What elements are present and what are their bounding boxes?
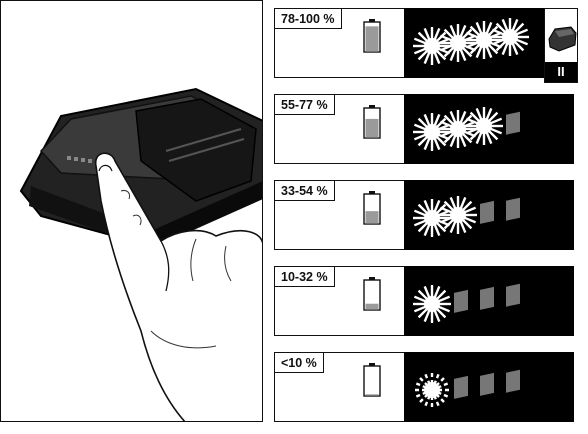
- battery-fill: [365, 26, 379, 52]
- led-off-icon: [506, 111, 520, 135]
- led-display: [404, 94, 574, 164]
- led-off-icon: [506, 283, 520, 307]
- led-lit-icon: [413, 27, 451, 65]
- battery-fill: [365, 394, 379, 396]
- battery-icon: [363, 277, 381, 311]
- battery-pack-icon: [548, 26, 577, 52]
- led-display: [404, 180, 574, 250]
- led-off-icon: [454, 289, 468, 313]
- led-off-icon: [454, 375, 468, 399]
- level-row: 10-32 %: [274, 266, 574, 336]
- led-indicators: [413, 18, 529, 65]
- level-label: <10 %: [275, 353, 324, 373]
- led-lit-icon: [413, 371, 451, 409]
- battery-press-illustration: [0, 0, 263, 422]
- led-lit-icon: [465, 21, 503, 59]
- level-panel: 55-77 %: [274, 94, 404, 164]
- led-indicators: [413, 369, 520, 409]
- led-off-icon: [506, 369, 520, 393]
- finger-pressing-battery-icon: [19, 87, 262, 421]
- led-off-icon: [506, 197, 520, 221]
- battery-fill: [365, 211, 379, 224]
- led-display: [404, 266, 574, 336]
- led-lit-icon: [413, 113, 451, 151]
- level-row: <10 %: [274, 352, 574, 422]
- led-lit-icon: [439, 24, 477, 62]
- level-panel: 78-100 %: [274, 8, 404, 78]
- battery-icon: [363, 105, 381, 139]
- led-lit-icon: [465, 107, 503, 145]
- battery-fill: [365, 303, 379, 310]
- led-lit-icon: [491, 18, 529, 56]
- led-off-icon: [480, 286, 494, 310]
- level-label: 55-77 %: [275, 95, 335, 115]
- battery-icon: [363, 363, 381, 397]
- level-row: 55-77 %: [274, 94, 574, 164]
- level-panel: 33-54 %: [274, 180, 404, 250]
- level-label: 78-100 %: [275, 9, 342, 29]
- level-label: 33-54 %: [275, 181, 335, 201]
- side-badge: II: [545, 62, 577, 82]
- led-indicators: [413, 107, 520, 151]
- led-display: [404, 352, 574, 422]
- level-row: 33-54 %: [274, 180, 574, 250]
- battery-fill: [365, 118, 379, 138]
- battery-icon: [363, 19, 381, 53]
- level-panel: <10 %: [274, 352, 404, 422]
- battery-icon: [363, 191, 381, 225]
- led-indicators: [413, 196, 520, 237]
- led-off-icon: [480, 200, 494, 224]
- led-indicators: [413, 283, 520, 323]
- level-panel: 10-32 %: [274, 266, 404, 336]
- level-row: 78-100 %: [274, 8, 574, 78]
- led-lit-icon: [413, 199, 451, 237]
- battery-pack-thumbnail: II: [544, 8, 578, 83]
- led-lit-icon: [439, 110, 477, 148]
- led-off-icon: [480, 372, 494, 396]
- led-lit-icon: [439, 196, 477, 234]
- level-label: 10-32 %: [275, 267, 335, 287]
- led-lit-icon: [413, 285, 451, 323]
